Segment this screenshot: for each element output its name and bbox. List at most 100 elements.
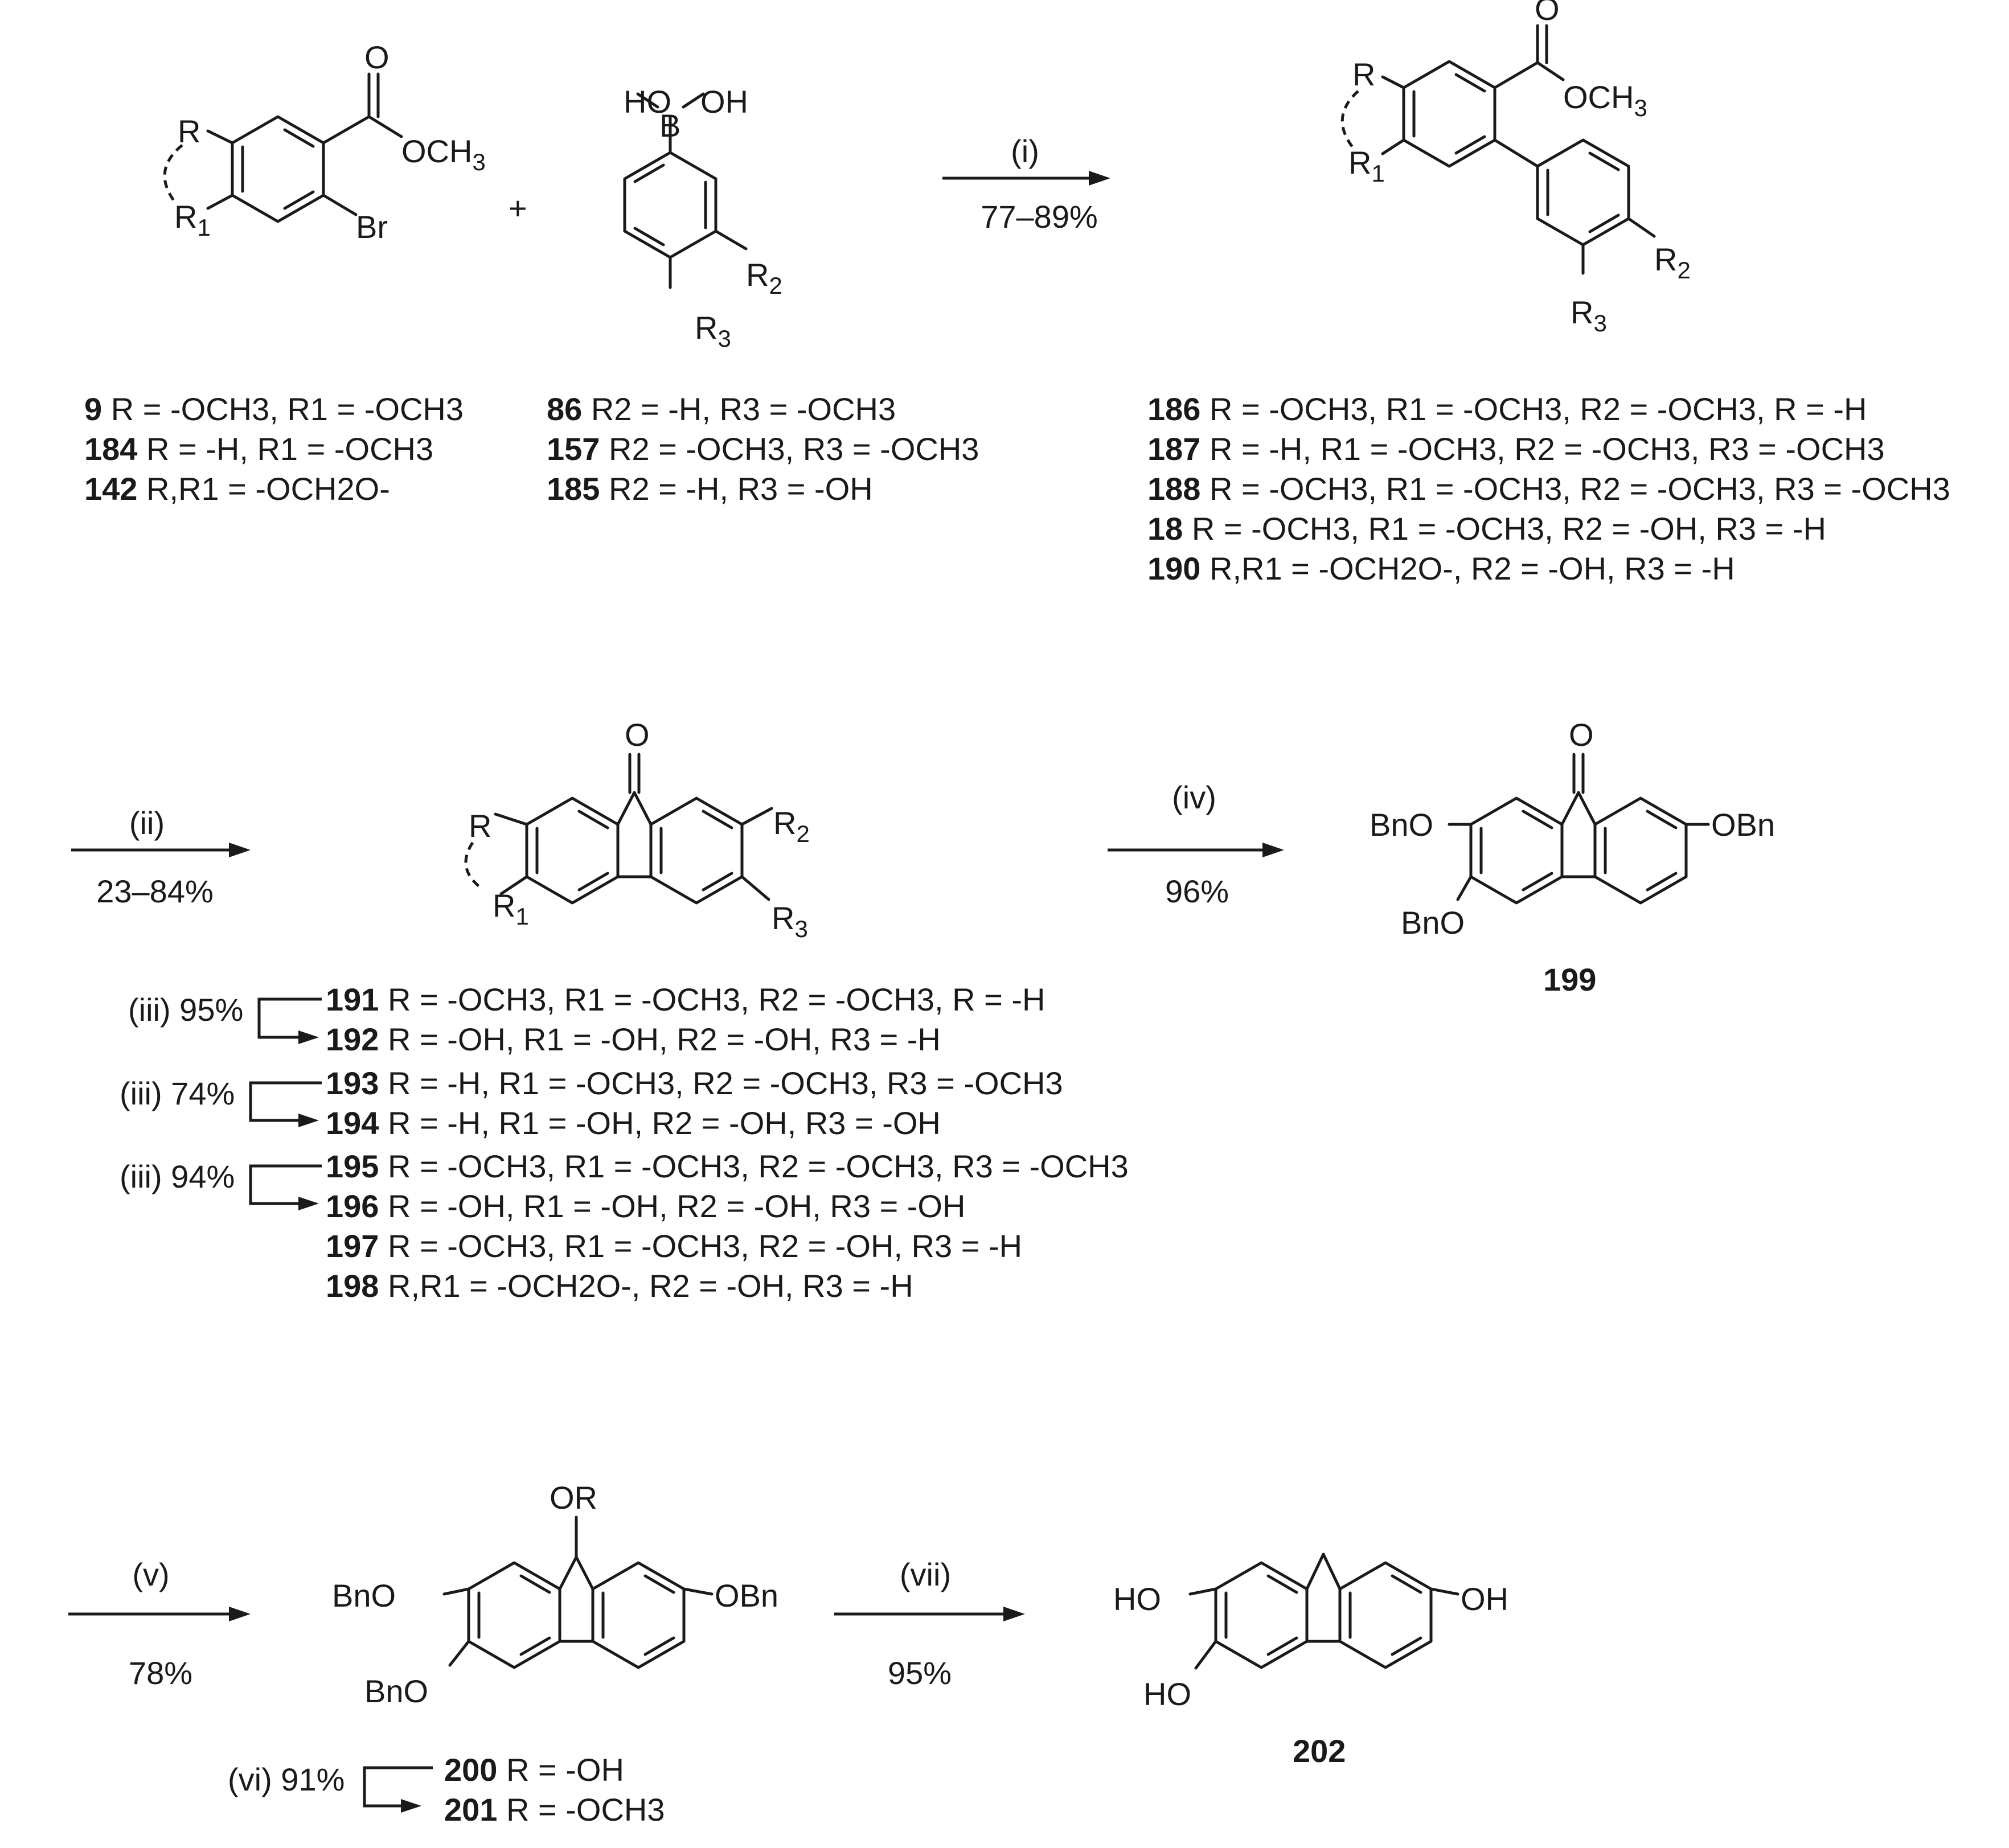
- compound-id: 185: [547, 471, 600, 507]
- svg-text:197 R = -OCH3, R1 = -OCH3, R2: 197 R = -OCH3, R1 = -OCH3, R2 = -OH, R3 …: [326, 1228, 1022, 1264]
- compound-id: 9: [84, 391, 102, 427]
- compound-199-carbonyl-o: O: [1569, 717, 1594, 753]
- fluorenol-or: OR: [550, 1480, 597, 1516]
- step-v-arrow: (v) 78%: [68, 1557, 251, 1691]
- svg-text:142 R,R1 = -OCH2O-: 142 R,R1 = -OCH2O-: [84, 471, 390, 507]
- fluorenol-list: 200 R = -OH 201 R = -OCH3: [444, 1752, 665, 1828]
- conversion-vi: (vi) 91%: [228, 1761, 433, 1813]
- compound-text: R = -H, R1 = -OH, R2 = -OH, R3 = -OH: [388, 1105, 941, 1141]
- step-ii-yield: 23–84%: [96, 873, 214, 909]
- compound-202-structure: HO HO OH 202: [1113, 1553, 1508, 1769]
- boronic-acid-structure: HO B OH R2 R3: [623, 84, 782, 352]
- fluorenone-r2: R2: [773, 805, 810, 847]
- svg-text:190 R,R1 = -OCH2O-, R2 = -OH,: 190 R,R1 = -OCH2O-, R2 = -OH, R3 = -H: [1147, 551, 1735, 586]
- svg-text:157 R2 = -OCH3, R3 = -OCH3: 157 R2 = -OCH3, R3 = -OCH3: [547, 431, 979, 467]
- step-ii-reagent: (ii): [129, 805, 165, 841]
- compound-text: R,R1 = -OCH2O-: [146, 471, 390, 507]
- compound-199-bno-bottom: BnO: [1401, 905, 1465, 941]
- compound-text: R = -OH, R1 = -OH, R2 = -OH, R3 = -H: [388, 1021, 941, 1057]
- bromoester-br: Br: [356, 209, 388, 245]
- boronic-r2: R2: [746, 257, 782, 299]
- compound-text: R = -OCH3: [506, 1792, 665, 1828]
- plus-sign: +: [509, 190, 527, 226]
- conversion-iii-1: (iii) 95%: [128, 992, 322, 1044]
- bromoester-structure: O OCH3 Br R R1: [163, 39, 486, 245]
- fluorenol-obn: OBn: [715, 1578, 778, 1613]
- compound-text: R2 = -OCH3, R3 = -OCH3: [609, 431, 979, 467]
- compound-id: 192: [326, 1021, 379, 1057]
- compound-text: R2 = -H, R3 = -OH: [609, 471, 873, 507]
- compound-202-id: 202: [1293, 1733, 1346, 1769]
- compound-text: R = -H, R1 = -OCH3: [146, 431, 433, 467]
- compound-199-obn: OBn: [1711, 807, 1775, 843]
- boronic-ho: HO: [624, 84, 671, 120]
- compound-text: R = -OCH3, R1 = -OCH3, R2 = -OCH3, R = -…: [388, 982, 1045, 1017]
- step-iv-arrow: (iv) 96%: [1108, 779, 1284, 909]
- compound-text: R = -H, R1 = -OCH3, R2 = -OCH3, R3 = -OC…: [388, 1065, 1063, 1101]
- compound-text: R,R1 = -OCH2O-, R2 = -OH, R3 = -H: [388, 1268, 913, 1304]
- svg-text:186 R = -OCH3, R1 = -OCH3, R2: 186 R = -OCH3, R1 = -OCH3, R2 = -OCH3, R…: [1147, 391, 1867, 427]
- compound-text: R = -OCH3, R1 = -OCH3, R2 = -OH, R3 = -H: [388, 1228, 1022, 1264]
- compound-id: 186: [1147, 391, 1200, 427]
- svg-text:200 R = -OH: 200 R = -OH: [444, 1752, 624, 1788]
- fluorenol-bno-top: BnO: [332, 1578, 396, 1613]
- compound-id: 18: [1147, 511, 1183, 547]
- compound-id: 200: [444, 1752, 497, 1788]
- svg-text:185 R2 = -H, R3 = -OH: 185 R2 = -H, R3 = -OH: [547, 471, 873, 507]
- boronic-oh: OH: [700, 84, 748, 120]
- compound-id: 195: [326, 1148, 379, 1184]
- compound-text: R = -OH, R1 = -OH, R2 = -OH, R3 = -OH: [388, 1188, 965, 1224]
- svg-text:191 R = -OCH3, R1 = -OCH3, R2: 191 R = -OCH3, R1 = -OCH3, R2 = -OCH3, R…: [326, 982, 1045, 1017]
- fluorenol-bno-bottom: BnO: [364, 1673, 428, 1709]
- compound-id: 188: [1147, 471, 1200, 507]
- compound-199-id: 199: [1543, 962, 1596, 997]
- compound-text: R = -H, R1 = -OCH3, R2 = -OCH3, R3 = -OC…: [1210, 431, 1885, 467]
- compound-id: 201: [444, 1792, 497, 1828]
- svg-text:201 R = -OCH3: 201 R = -OCH3: [444, 1792, 665, 1828]
- step-i-arrow: (i) 77–89%: [942, 133, 1110, 235]
- biaryl-och3: OCH3: [1563, 79, 1647, 121]
- svg-text:193 R = -H, R1 = -OCH3, R2 = -: 193 R = -H, R1 = -OCH3, R2 = -OCH3, R3 =…: [326, 1065, 1063, 1101]
- compound-text: R = -OCH3, R1 = -OCH3, R2 = -OCH3, R3 = …: [388, 1148, 1129, 1184]
- conversion-iii-3: (iii) 94%: [120, 1159, 322, 1210]
- svg-text:188 R = -OCH3, R1 = -OCH3, R2: 188 R = -OCH3, R1 = -OCH3, R2 = -OCH3, R…: [1147, 471, 1950, 507]
- compound-id: 157: [547, 431, 600, 467]
- fluorenone-structure: O R R1 R2 R3: [464, 717, 810, 942]
- step-ii-arrow: (ii) 23–84%: [71, 805, 251, 909]
- svg-text:86 R2 = -H, R3 = -OCH3: 86 R2 = -H, R3 = -OCH3: [547, 391, 896, 427]
- compound-id: 193: [326, 1065, 379, 1101]
- step-vii-yield: 95%: [888, 1655, 952, 1691]
- fluorenone-list: 191 R = -OCH3, R1 = -OCH3, R2 = -OCH3, R…: [326, 982, 1129, 1304]
- compound-id: 86: [547, 391, 582, 427]
- biaryl-r1: R1: [1348, 145, 1385, 187]
- svg-text:198 R,R1 = -OCH2O-, R2 = -OH,: 198 R,R1 = -OCH2O-, R2 = -OH, R3 = -H: [326, 1268, 913, 1304]
- compound-id: 191: [326, 982, 379, 1017]
- bromoester-och3: OCH3: [401, 133, 486, 175]
- step-vii-arrow: (vii) 95%: [834, 1557, 1025, 1691]
- compound-id: 197: [326, 1228, 379, 1264]
- conversion-label: (iii) 94%: [120, 1159, 235, 1194]
- step-i-yield: 77–89%: [981, 199, 1098, 235]
- step-iv-yield: 96%: [1165, 873, 1229, 909]
- compound-id: 190: [1147, 551, 1200, 586]
- svg-text:195 R = -OCH3, R1 = -OCH3, R2: 195 R = -OCH3, R1 = -OCH3, R2 = -OCH3, R…: [326, 1148, 1129, 1184]
- bromoester-r: R: [178, 113, 200, 149]
- compound-text: R,R1 = -OCH2O-, R2 = -OH, R3 = -H: [1210, 551, 1735, 586]
- fluorenone-carbonyl-o: O: [625, 717, 650, 753]
- conversion-label: (iii) 74%: [120, 1075, 235, 1111]
- biaryl-structure: O OCH3 R R1 R2 R3: [1340, 0, 1691, 336]
- conversion-iii-2: (iii) 74%: [120, 1075, 322, 1127]
- step-i-reagent: (i): [1011, 133, 1039, 169]
- boronic-acid-list: 86 R2 = -H, R3 = -OCH3 157 R2 = -OCH3, R…: [547, 391, 979, 507]
- conversion-label: (vi) 91%: [228, 1761, 345, 1797]
- biaryl-r3: R3: [1571, 294, 1607, 336]
- bromoester-carbonyl-o: O: [364, 39, 390, 75]
- compound-202-ho-top: HO: [1113, 1581, 1161, 1617]
- step-vii-reagent: (vii): [900, 1557, 951, 1592]
- bromoester-r1: R1: [174, 199, 211, 241]
- bromoester-list: 9 R = -OCH3, R1 = -OCH3 184 R = -H, R1 =…: [84, 391, 464, 507]
- svg-text:18 R = -OCH3, R1 = -OCH3, R2 =: 18 R = -OCH3, R1 = -OCH3, R2 = -OH, R3 =…: [1147, 511, 1826, 547]
- compound-id: 187: [1147, 431, 1200, 467]
- biaryl-carbonyl-o: O: [1535, 0, 1560, 27]
